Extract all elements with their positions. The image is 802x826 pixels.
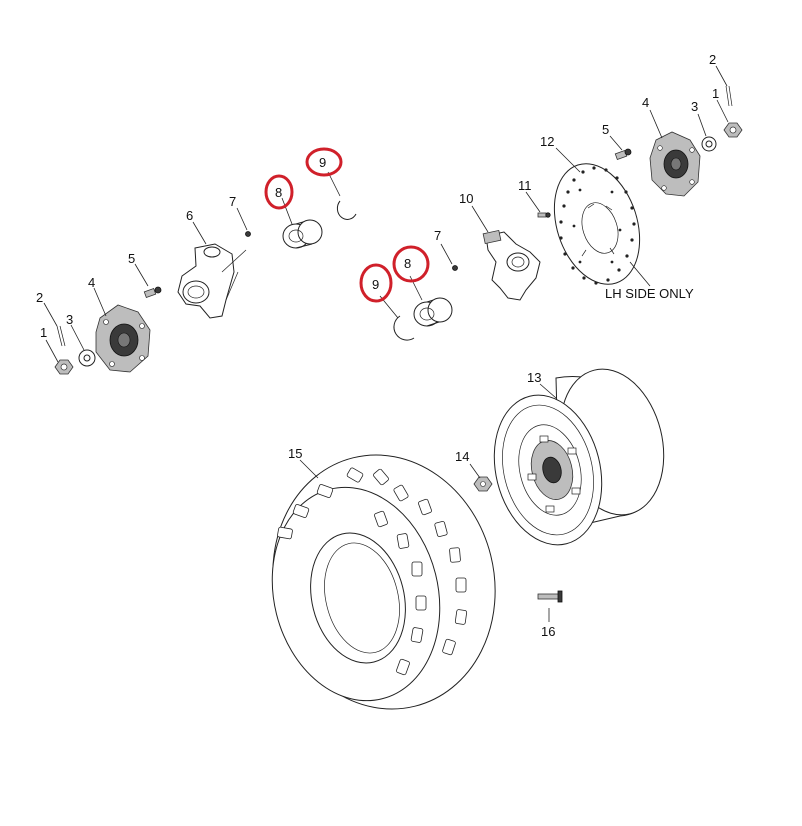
part-5-bolt-left bbox=[143, 286, 162, 299]
part-8-bearing-right bbox=[413, 297, 453, 327]
callout-3-right: 3 bbox=[691, 99, 698, 114]
part-9-snap-ring-right bbox=[393, 315, 415, 341]
callout-16: 16 bbox=[541, 624, 555, 639]
part-1-nut-right bbox=[723, 122, 743, 138]
part-4-hub-left bbox=[95, 304, 151, 373]
callout-13: 13 bbox=[527, 370, 541, 385]
callout-8-right: 8 bbox=[404, 256, 411, 271]
callout-4-right: 4 bbox=[642, 95, 649, 110]
callout-5-left: 5 bbox=[128, 251, 135, 266]
callout-2-right: 2 bbox=[709, 52, 716, 67]
callout-1-right: 1 bbox=[712, 86, 719, 101]
part-14-lug-nut bbox=[473, 476, 493, 492]
part-4-hub-right bbox=[649, 131, 701, 197]
callout-11: 11 bbox=[518, 178, 532, 193]
highlight-marks bbox=[264, 147, 430, 303]
callout-4-left: 4 bbox=[88, 275, 95, 290]
part-16-stud bbox=[537, 590, 563, 603]
part-3-washer-right bbox=[701, 136, 717, 152]
callout-7-right: 7 bbox=[434, 228, 441, 243]
part-3-washer-left bbox=[78, 349, 96, 367]
callout-3-left: 3 bbox=[66, 312, 73, 327]
callout-14: 14 bbox=[455, 449, 469, 464]
part-15-tire bbox=[271, 454, 496, 710]
part-6-knuckle bbox=[177, 243, 247, 319]
callout-8-left: 8 bbox=[275, 185, 282, 200]
part-7-pin-right bbox=[452, 265, 458, 271]
part-5-bolt-right bbox=[614, 148, 632, 161]
callout-15: 15 bbox=[288, 446, 302, 461]
callout-12: 12 bbox=[540, 134, 554, 149]
part-7-pin-left bbox=[245, 231, 251, 237]
callout-9-left: 9 bbox=[319, 155, 326, 170]
part-10-knuckle-right bbox=[482, 229, 541, 301]
part-8-bearing-left bbox=[282, 219, 323, 249]
highlight-circle-8-right bbox=[392, 245, 430, 283]
highlight-circle-9-right bbox=[359, 263, 393, 303]
callout-6: 6 bbox=[186, 208, 193, 223]
callout-7-left: 7 bbox=[229, 194, 236, 209]
callout-5-right: 5 bbox=[602, 122, 609, 137]
part-12-brake-disc bbox=[553, 163, 641, 285]
lh-side-only-note: LH SIDE ONLY bbox=[605, 286, 694, 301]
highlight-circle-8-left bbox=[264, 174, 294, 210]
part-11-bolt bbox=[537, 212, 551, 218]
callout-9-right: 9 bbox=[372, 277, 379, 292]
callout-labels: 2 1 3 4 5 6 7 8 9 9 8 7 10 11 12 5 4 3 1… bbox=[36, 52, 719, 639]
part-9-snap-ring-left bbox=[336, 200, 357, 220]
callout-2-left: 2 bbox=[36, 290, 43, 305]
highlight-circle-9-left bbox=[305, 147, 343, 177]
leader-lines bbox=[43, 65, 729, 622]
part-1-nut-left bbox=[54, 359, 74, 375]
part-2-cotter-pin-left bbox=[56, 325, 66, 347]
part-2-cotter-pin-right bbox=[725, 85, 733, 107]
part-13-wheel-rim bbox=[493, 368, 665, 546]
callout-1-left: 1 bbox=[40, 325, 47, 340]
callout-10: 10 bbox=[459, 191, 473, 206]
